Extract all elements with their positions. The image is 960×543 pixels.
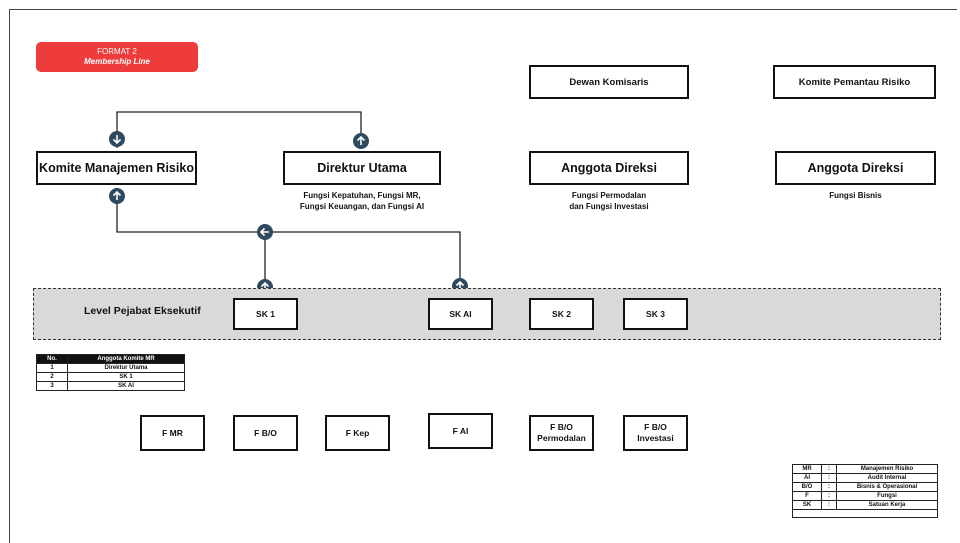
legend-row: SK : Satuan Kerja [792, 500, 938, 510]
desc-line: Fungsi Permodalan [571, 191, 647, 200]
function-sublabel: Permodalan [537, 433, 586, 443]
function-label: F B/O [254, 427, 277, 438]
box-f-bo-permodalan: F B/O Permodalan [529, 415, 594, 451]
legend-meaning: Fungsi [836, 491, 938, 501]
box-f-mr: F MR [140, 415, 205, 451]
box-anggota-direksi-1: Anggota Direksi [529, 151, 689, 185]
legend-sep: : [821, 500, 837, 510]
desc-line: Fungsi Keuangan, dan Fungsi AI [299, 202, 425, 211]
arrow-up-icon [353, 133, 369, 149]
box-f-bo-investasi: F B/O Investasi [623, 415, 688, 451]
legend-meaning: Satuan Kerja [836, 500, 938, 510]
link-komite-level [116, 188, 461, 288]
box-direktur-utama: Direktur Utama [283, 151, 441, 185]
box-f-kep: F Kep [325, 415, 390, 451]
function-label: F Kep [345, 427, 370, 438]
box-sk-1: SK 1 [233, 298, 298, 330]
box-komite-pemantau-risiko: Komite Pemantau Risiko [773, 65, 936, 99]
table-row: 1 Direktur Utama [36, 363, 185, 373]
legend-sep: : [821, 464, 837, 474]
legend-row: AI : Audit Internal [792, 473, 938, 483]
desc-line: dan Fungsi Investasi [569, 202, 649, 211]
table-cell: Direktur Utama [67, 363, 185, 373]
page-frame [9, 9, 957, 543]
box-sk-2: SK 2 [529, 298, 594, 330]
function-label: F B/O [550, 422, 573, 432]
table-row: 3 SK AI [36, 381, 185, 391]
box-f-bo: F B/O [233, 415, 298, 451]
link-komite-direktur [116, 111, 362, 148]
table-cell: SK AI [67, 381, 185, 391]
function-sublabel: Investasi [637, 433, 674, 443]
legend-meaning: Manajemen Risiko [836, 464, 938, 474]
legend-row: MR : Manajemen Risiko [792, 464, 938, 474]
table-cell: 2 [36, 372, 68, 382]
table-cell: SK 1 [67, 372, 185, 382]
table-cell: 1 [36, 363, 68, 373]
badge-subtitle: Membership Line [84, 57, 150, 66]
box-sk-ai: SK AI [428, 298, 493, 330]
arrow-left-icon [257, 224, 273, 240]
table-cell: 3 [36, 381, 68, 391]
legend-meaning: Bisnis & Operasional [836, 482, 938, 492]
legend-row: F : Fungsi [792, 491, 938, 501]
box-f-ai: F AI [428, 413, 493, 449]
box-sk-3: SK 3 [623, 298, 688, 330]
arrow-up-icon [109, 188, 125, 204]
function-label: F AI [452, 425, 469, 436]
abbreviation-legend: MR : Manajemen Risiko AI : Audit Interna… [792, 464, 938, 510]
legend-abbr: AI [792, 473, 822, 483]
format-badge: FORMAT 2 Membership Line [36, 42, 198, 72]
legend-sep: : [821, 482, 837, 492]
box-komite-manajemen-risiko: Komite Manajemen Risiko [36, 151, 197, 185]
legend-row: B/O : Bisnis & Operasional [792, 482, 938, 492]
legend-meaning: Audit Internal [836, 473, 938, 483]
desc-anggota-direksi-2: Fungsi Bisnis [829, 191, 882, 200]
legend-abbr: F [792, 491, 822, 501]
legend-abbr: B/O [792, 482, 822, 492]
level-label: Level Pejabat Eksekutif [84, 305, 201, 317]
box-anggota-direksi-2: Anggota Direksi [775, 151, 936, 185]
table-header-row: No. Anggota Komite MR [36, 354, 185, 364]
badge-title: FORMAT 2 [97, 47, 137, 56]
legend-sep: : [821, 491, 837, 501]
arrow-down-icon [109, 131, 125, 147]
table-header: No. [36, 354, 68, 364]
function-label: F B/O [644, 422, 667, 432]
desc-direktur-utama: Fungsi Kepatuhan, Fungsi MR, Fungsi Keua… [276, 190, 448, 212]
legend-abbr: SK [792, 500, 822, 510]
table-row: 2 SK 1 [36, 372, 185, 382]
desc-line: Fungsi Kepatuhan, Fungsi MR, [303, 191, 421, 200]
legend-abbr: MR [792, 464, 822, 474]
box-dewan-komisaris: Dewan Komisaris [529, 65, 689, 99]
legend-sep: : [821, 473, 837, 483]
member-table: No. Anggota Komite MR 1 Direktur Utama 2… [36, 354, 185, 391]
desc-anggota-direksi-1: Fungsi Permodalan dan Fungsi Investasi [529, 190, 689, 212]
function-label: F MR [162, 427, 183, 438]
table-header: Anggota Komite MR [67, 354, 185, 364]
